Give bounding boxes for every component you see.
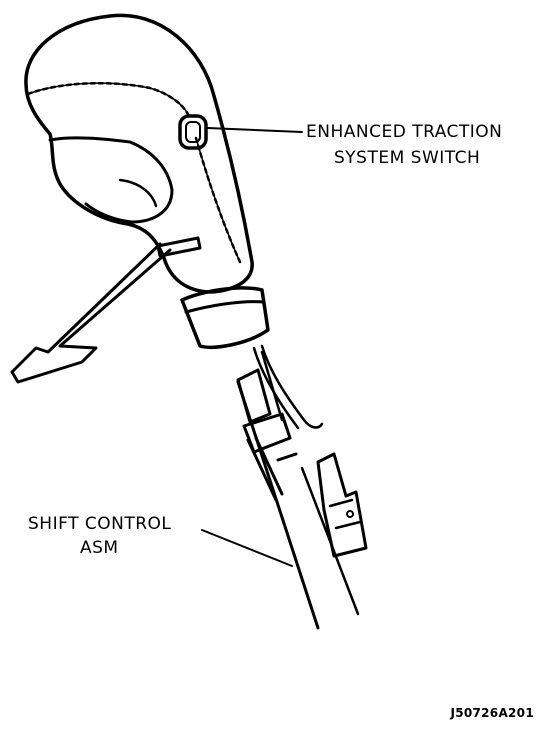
switch-harness-wire — [260, 344, 324, 429]
traction-switch-label-line2: SYSTEM SWITCH — [334, 148, 481, 168]
knob-recess-inner — [118, 178, 158, 208]
traction-switch-inner — [185, 121, 201, 143]
knob-collar — [180, 286, 270, 349]
stitch-seam-top-line — [27, 82, 189, 115]
removal-arrow — [10, 242, 172, 384]
harness-connector-detail — [328, 498, 362, 530]
knob-collar-band — [184, 300, 266, 314]
stitch-seam-side-line — [195, 137, 241, 263]
shift-button-slot — [156, 236, 202, 258]
shift-control-label-line1: SHIFT CONTROL — [28, 514, 172, 534]
shift-control-label-line2: ASM — [80, 538, 119, 558]
connector-latch — [346, 510, 354, 518]
knob-finger-recess — [48, 136, 174, 224]
figure-code: J50726A201 — [450, 706, 534, 720]
stitch-seam-side — [194, 136, 242, 264]
lever-sleeve-strip — [246, 436, 284, 502]
leader-traction-switch — [207, 127, 303, 133]
traction-switch — [178, 114, 208, 150]
shift-knob-outline — [24, 13, 254, 294]
traction-switch-label-line1: ENHANCED TRACTION — [306, 122, 503, 142]
leader-shift-control — [201, 529, 293, 567]
shift-lever-upper — [236, 368, 272, 424]
lever-tick — [276, 452, 298, 462]
harness-connector — [316, 452, 368, 558]
switch-harness-wire-2 — [252, 346, 300, 430]
